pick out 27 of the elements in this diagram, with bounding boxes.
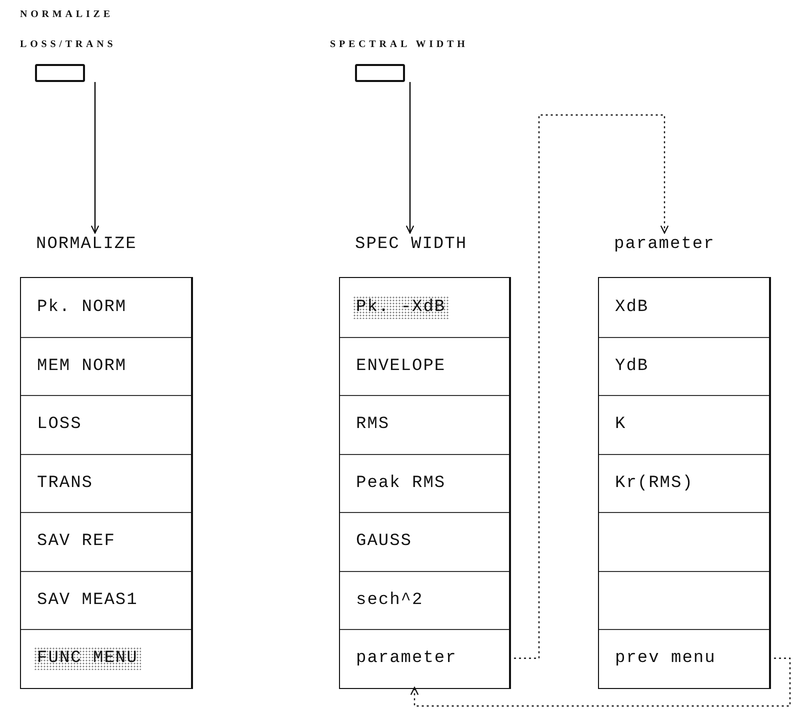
menu-title: SPEC WIDTH: [354, 234, 468, 256]
item-label: Pk. NORM: [37, 298, 127, 317]
item-label: prev menu: [615, 649, 716, 668]
item-label: TRANS: [37, 474, 94, 493]
menu-title: NORMALIZE: [35, 234, 138, 256]
item-label: LOSS: [37, 415, 82, 434]
item-label: GAUSS: [356, 532, 412, 552]
item-label: ENVELOPE: [356, 356, 446, 376]
arrow: [90, 82, 100, 234]
key-label: NORMALIZE LOSS/TRANS: [20, 8, 118, 52]
highlighted-item-label: Pk. -XdB: [353, 296, 449, 319]
item-label: RMS: [356, 415, 390, 434]
item-label: Kr(RMS): [615, 474, 694, 493]
item-label: SAV REF: [37, 532, 116, 552]
dotted-arrow: [410, 658, 791, 707]
item-label: K: [615, 415, 626, 434]
item-label: SAV MEAS1: [37, 590, 138, 610]
item-label: XdB: [615, 298, 649, 317]
menu-title: parameter: [613, 234, 716, 256]
item-label: parameter: [356, 649, 457, 668]
item-label: MEM NORM: [37, 356, 127, 376]
key-label: SPECTRAL WIDTH: [330, 38, 470, 52]
highlighted-item-label: FUNC MENU: [34, 647, 141, 670]
item-label: sech^2: [356, 590, 424, 610]
arrow: [406, 82, 414, 234]
item-label: YdB: [615, 356, 649, 376]
item-label: Peak RMS: [356, 474, 446, 493]
